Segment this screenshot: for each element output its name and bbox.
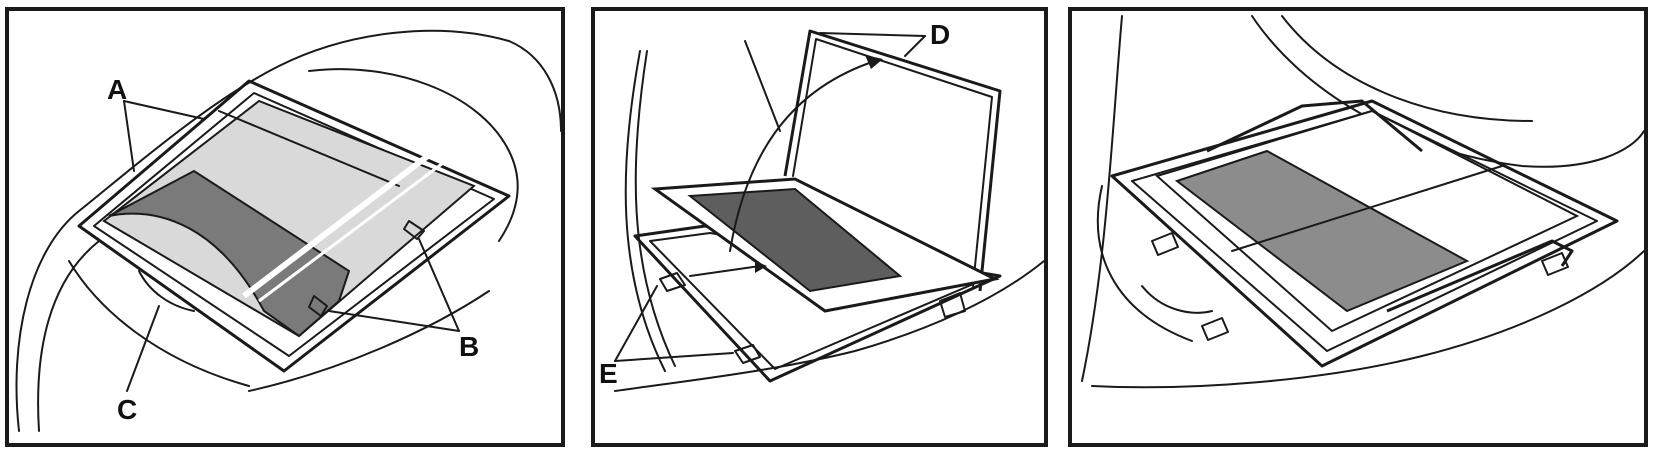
panel-filter-removal: D E (591, 7, 1048, 447)
helmet-side-edge-2 (634, 50, 676, 367)
lens-highlight (242, 133, 456, 299)
helmet-front-curve (1096, 185, 1193, 342)
helmet-shell-outline (15, 29, 561, 432)
lift-arrow (729, 60, 876, 252)
leader-c (126, 305, 160, 392)
helmet-shell-inner-line (37, 240, 100, 432)
label-c: C (117, 394, 137, 425)
leader-e-2 (614, 352, 734, 362)
leader-a-1 (123, 100, 135, 172)
helmet-side-edge (1081, 15, 1123, 382)
leader-b-1 (418, 238, 460, 332)
helmet-lens-illustration: A B C (15, 29, 561, 432)
helmet-crown-curve (308, 68, 519, 242)
wire-retainer-top (1206, 99, 1423, 153)
frame-notch-upper (403, 220, 425, 240)
lens-divider-line (1231, 165, 1503, 252)
frame-tab-lower (734, 344, 761, 364)
label-d: D (930, 19, 950, 50)
panel-helmet-lens-frame: A B C (5, 7, 565, 447)
leader-e-1 (614, 285, 658, 362)
frame-tab-left (659, 272, 686, 292)
leader-d-1 (819, 32, 926, 37)
lens-inner-line (218, 110, 400, 187)
lifted-filter-dark (687, 187, 903, 293)
dark-filter-lens (108, 169, 351, 338)
label-b: B (459, 331, 479, 362)
slide-arrow (689, 265, 761, 277)
lift-arrow-head (865, 55, 883, 69)
frame-tab-left (1151, 232, 1179, 256)
helmet-crown-curve (1251, 15, 1644, 168)
clear-lens (102, 99, 476, 338)
helmet-lower-edge (614, 260, 1044, 392)
helmet-crown-line (744, 40, 781, 132)
helmet-lower-edge (248, 290, 490, 392)
lens-frame-inner (93, 92, 495, 357)
filter-installed-illustration (1081, 15, 1644, 389)
frame-notch-lower (308, 295, 328, 317)
frame-tab-lower (1201, 317, 1229, 341)
helmet-crown-inner (1281, 15, 1533, 122)
lens-frame-outer (77, 79, 511, 373)
leader-b-2 (328, 310, 460, 332)
frame-hinge-curve (1141, 285, 1213, 314)
label-e: E (599, 358, 618, 389)
wire-retainer-bottom (1386, 239, 1574, 313)
helmet-side-edge-1 (624, 50, 666, 372)
leader-d-2 (904, 35, 926, 57)
panel-filter-installed (1068, 7, 1648, 447)
lens-highlight-2 (258, 149, 460, 303)
frame-latch (1541, 252, 1569, 276)
base-frame (633, 224, 1002, 383)
helmet-lower-edge (1091, 250, 1644, 389)
installed-filter-dark (1174, 149, 1470, 313)
filter-removal-illustration: D E (599, 19, 1044, 392)
lens-frame-outer (1110, 99, 1619, 368)
wire-retainer (783, 29, 1002, 292)
helmet-front-curve (68, 260, 250, 387)
frame-latch (939, 292, 966, 318)
slide-arrow-head (755, 261, 767, 273)
label-a: A (107, 74, 127, 105)
leader-a-2 (123, 100, 205, 120)
frame-lower-tab (138, 270, 195, 312)
wire-retainer-inner (792, 38, 993, 287)
